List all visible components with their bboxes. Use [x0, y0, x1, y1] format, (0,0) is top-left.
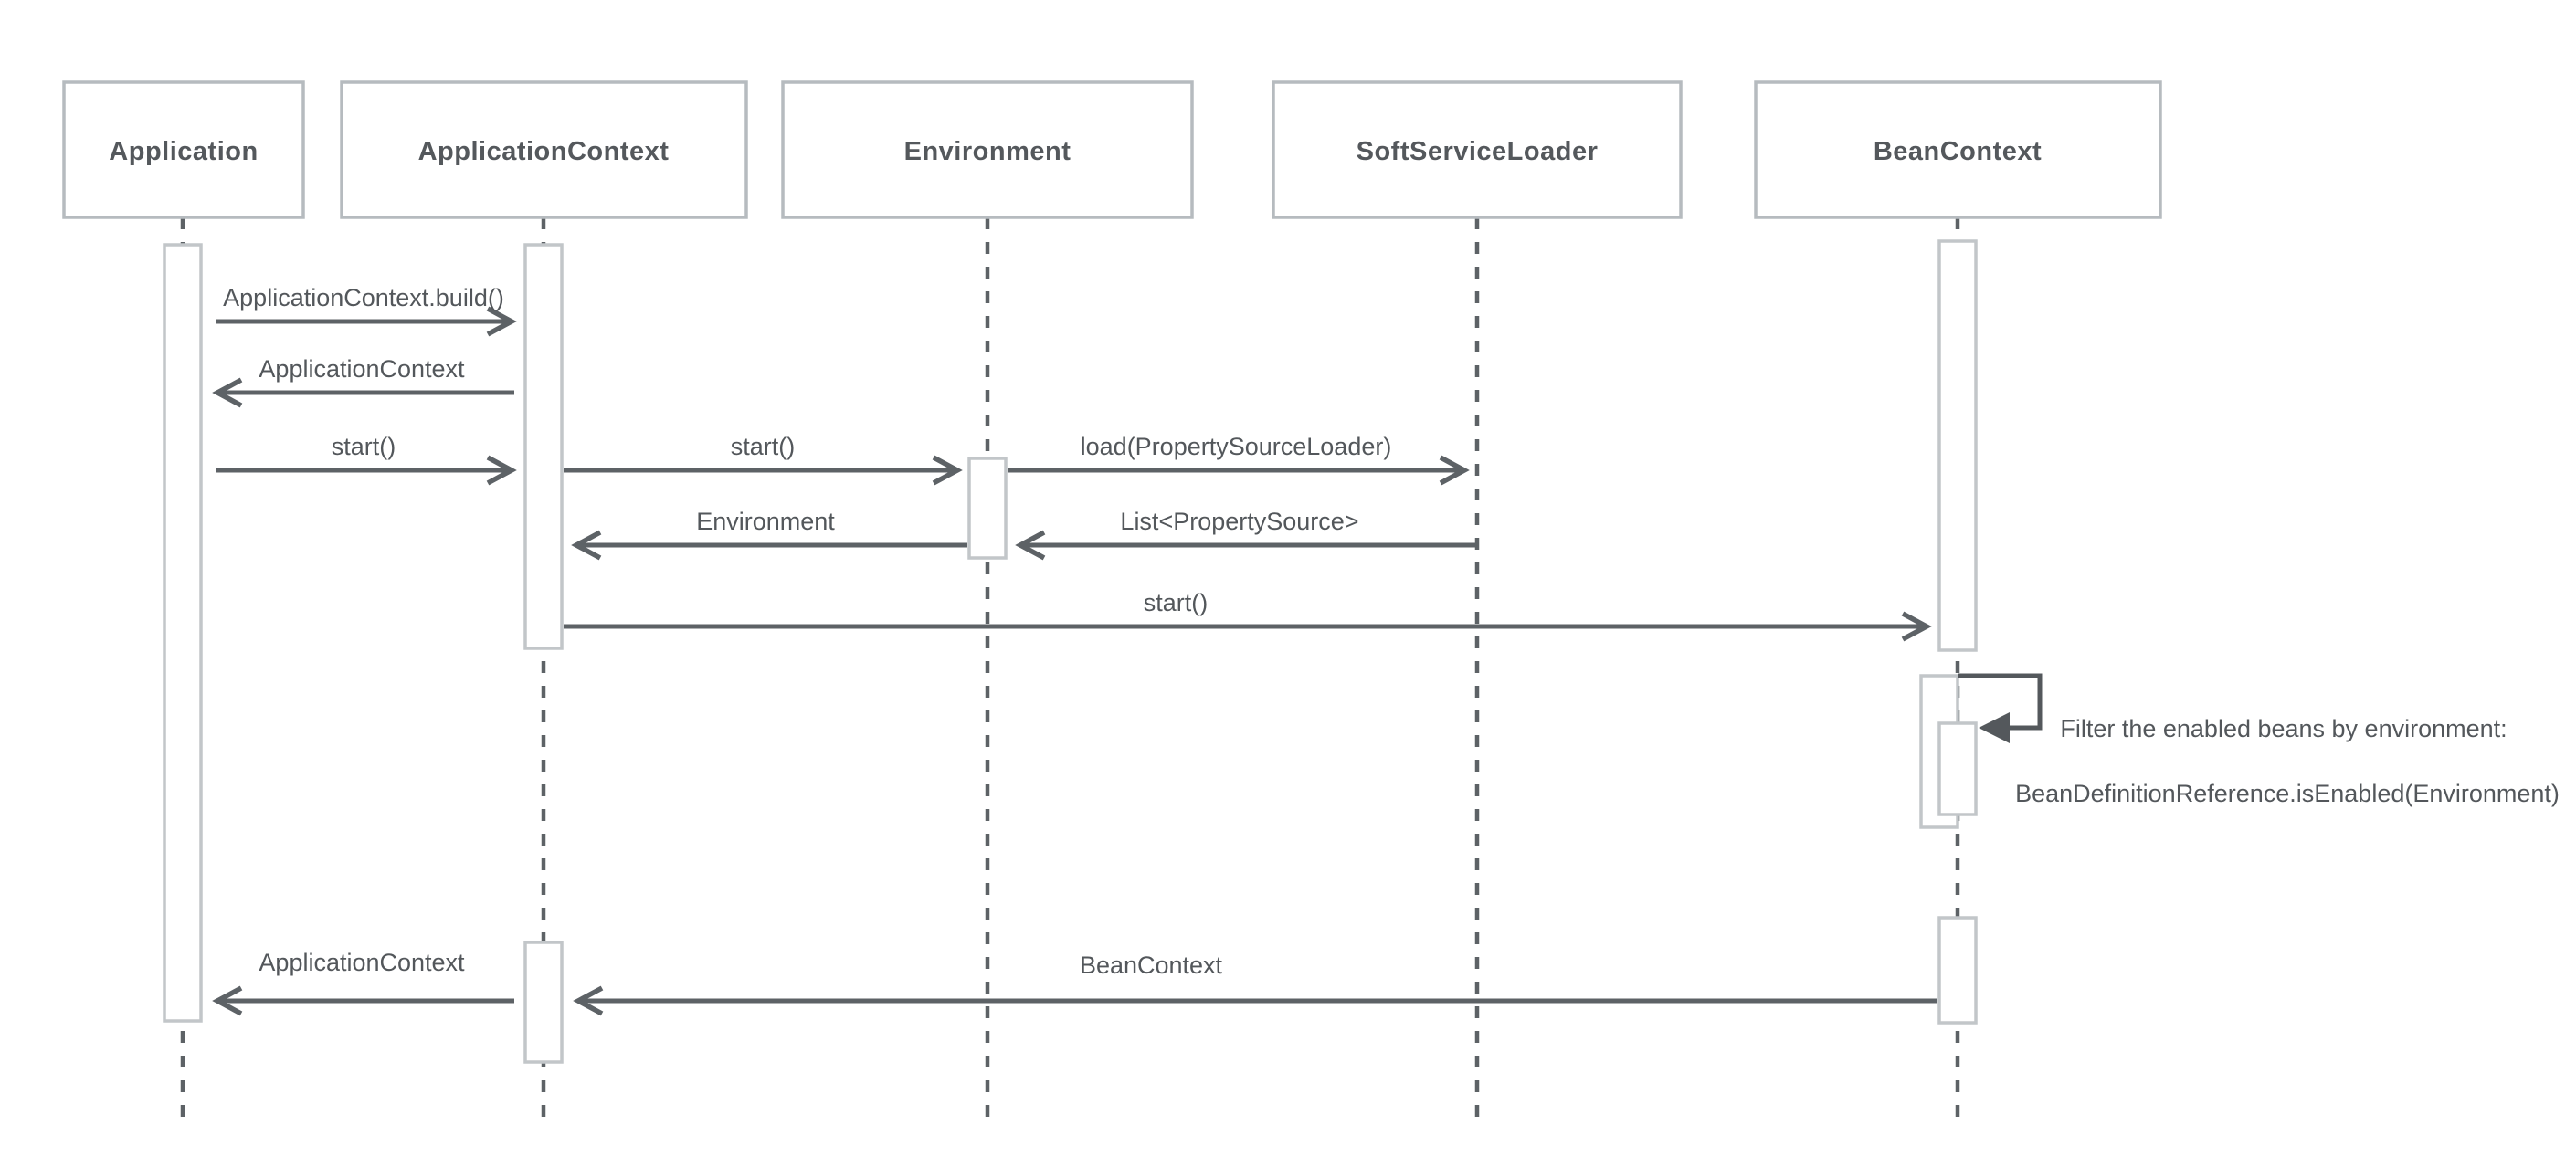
activation-bar-bean-context-return [1937, 916, 1978, 1025]
participant-box-application: Application [62, 80, 305, 219]
message-return-application-context: ApplicationContext [212, 355, 514, 408]
activation-bar-application-context-return [523, 941, 564, 1064]
message-label-start-environment: start() [731, 433, 796, 460]
message-return-environment: Environment [571, 508, 967, 561]
participant-headers: Application ApplicationContext Environme… [62, 80, 2162, 219]
participant-box-soft-service-loader: SoftServiceLoader [1272, 80, 1683, 219]
message-final-return-application-context: ApplicationContext [212, 949, 514, 1016]
participant-label-environment: Environment [904, 137, 1072, 166]
message-start-application: start() [216, 433, 517, 486]
messages: ApplicationContext.build() ApplicationCo… [212, 284, 1937, 1016]
activation-bar-application-context-main [523, 243, 564, 650]
message-application-context-build: ApplicationContext.build() [216, 284, 517, 337]
message-load-property-source-loader: load(PropertySourceLoader) [1008, 433, 1470, 486]
message-label-start-application: start() [332, 433, 396, 460]
participant-box-bean-context: BeanContext [1754, 80, 2162, 219]
self-call-note-line-1: Filter the enabled beans by environment: [2060, 715, 2507, 742]
message-label-start-bean-context: start() [1144, 589, 1209, 616]
participant-label-bean-context: BeanContext [1874, 137, 2042, 166]
message-start-environment: start() [564, 433, 963, 486]
lifelines [180, 217, 1960, 1119]
participant-box-application-context: ApplicationContext [340, 80, 748, 219]
activation-bar-application [163, 243, 203, 1023]
message-return-bean-context: BeanContext [573, 951, 1937, 1016]
message-start-bean-context: start() [564, 589, 1932, 642]
activation-bar-bean-context-main [1937, 239, 1978, 652]
activation-bar-environment [967, 457, 1008, 560]
message-label-return-list-property-source: List<PropertySource> [1120, 508, 1358, 535]
participant-label-application: Application [109, 137, 258, 166]
participant-label-soft-service-loader: SoftServiceLoader [1357, 137, 1599, 166]
message-label-return-environment: Environment [696, 508, 835, 535]
message-label-return-bean-context: BeanContext [1080, 951, 1223, 979]
message-label-load-property-source-loader: load(PropertySourceLoader) [1081, 433, 1392, 460]
self-call-arrowhead [1979, 712, 2010, 743]
message-label-application-context-build: ApplicationContext.build() [223, 284, 504, 311]
self-call-loop [1958, 673, 2043, 731]
activation-bars [163, 239, 1978, 1064]
activation-bar-bean-context-self-inner [1937, 721, 1978, 816]
self-call-bean-context: Filter the enabled beans by environment:… [1958, 673, 2560, 807]
participant-label-application-context: ApplicationContext [418, 137, 670, 166]
message-label-return-application-context: ApplicationContext [259, 355, 465, 383]
message-return-list-property-source: List<PropertySource> [1015, 508, 1475, 561]
message-label-final-return-application-context: ApplicationContext [259, 949, 465, 976]
participant-box-environment: Environment [781, 80, 1194, 219]
self-call-note-line-2: BeanDefinitionReference.isEnabled(Enviro… [2015, 780, 2560, 807]
